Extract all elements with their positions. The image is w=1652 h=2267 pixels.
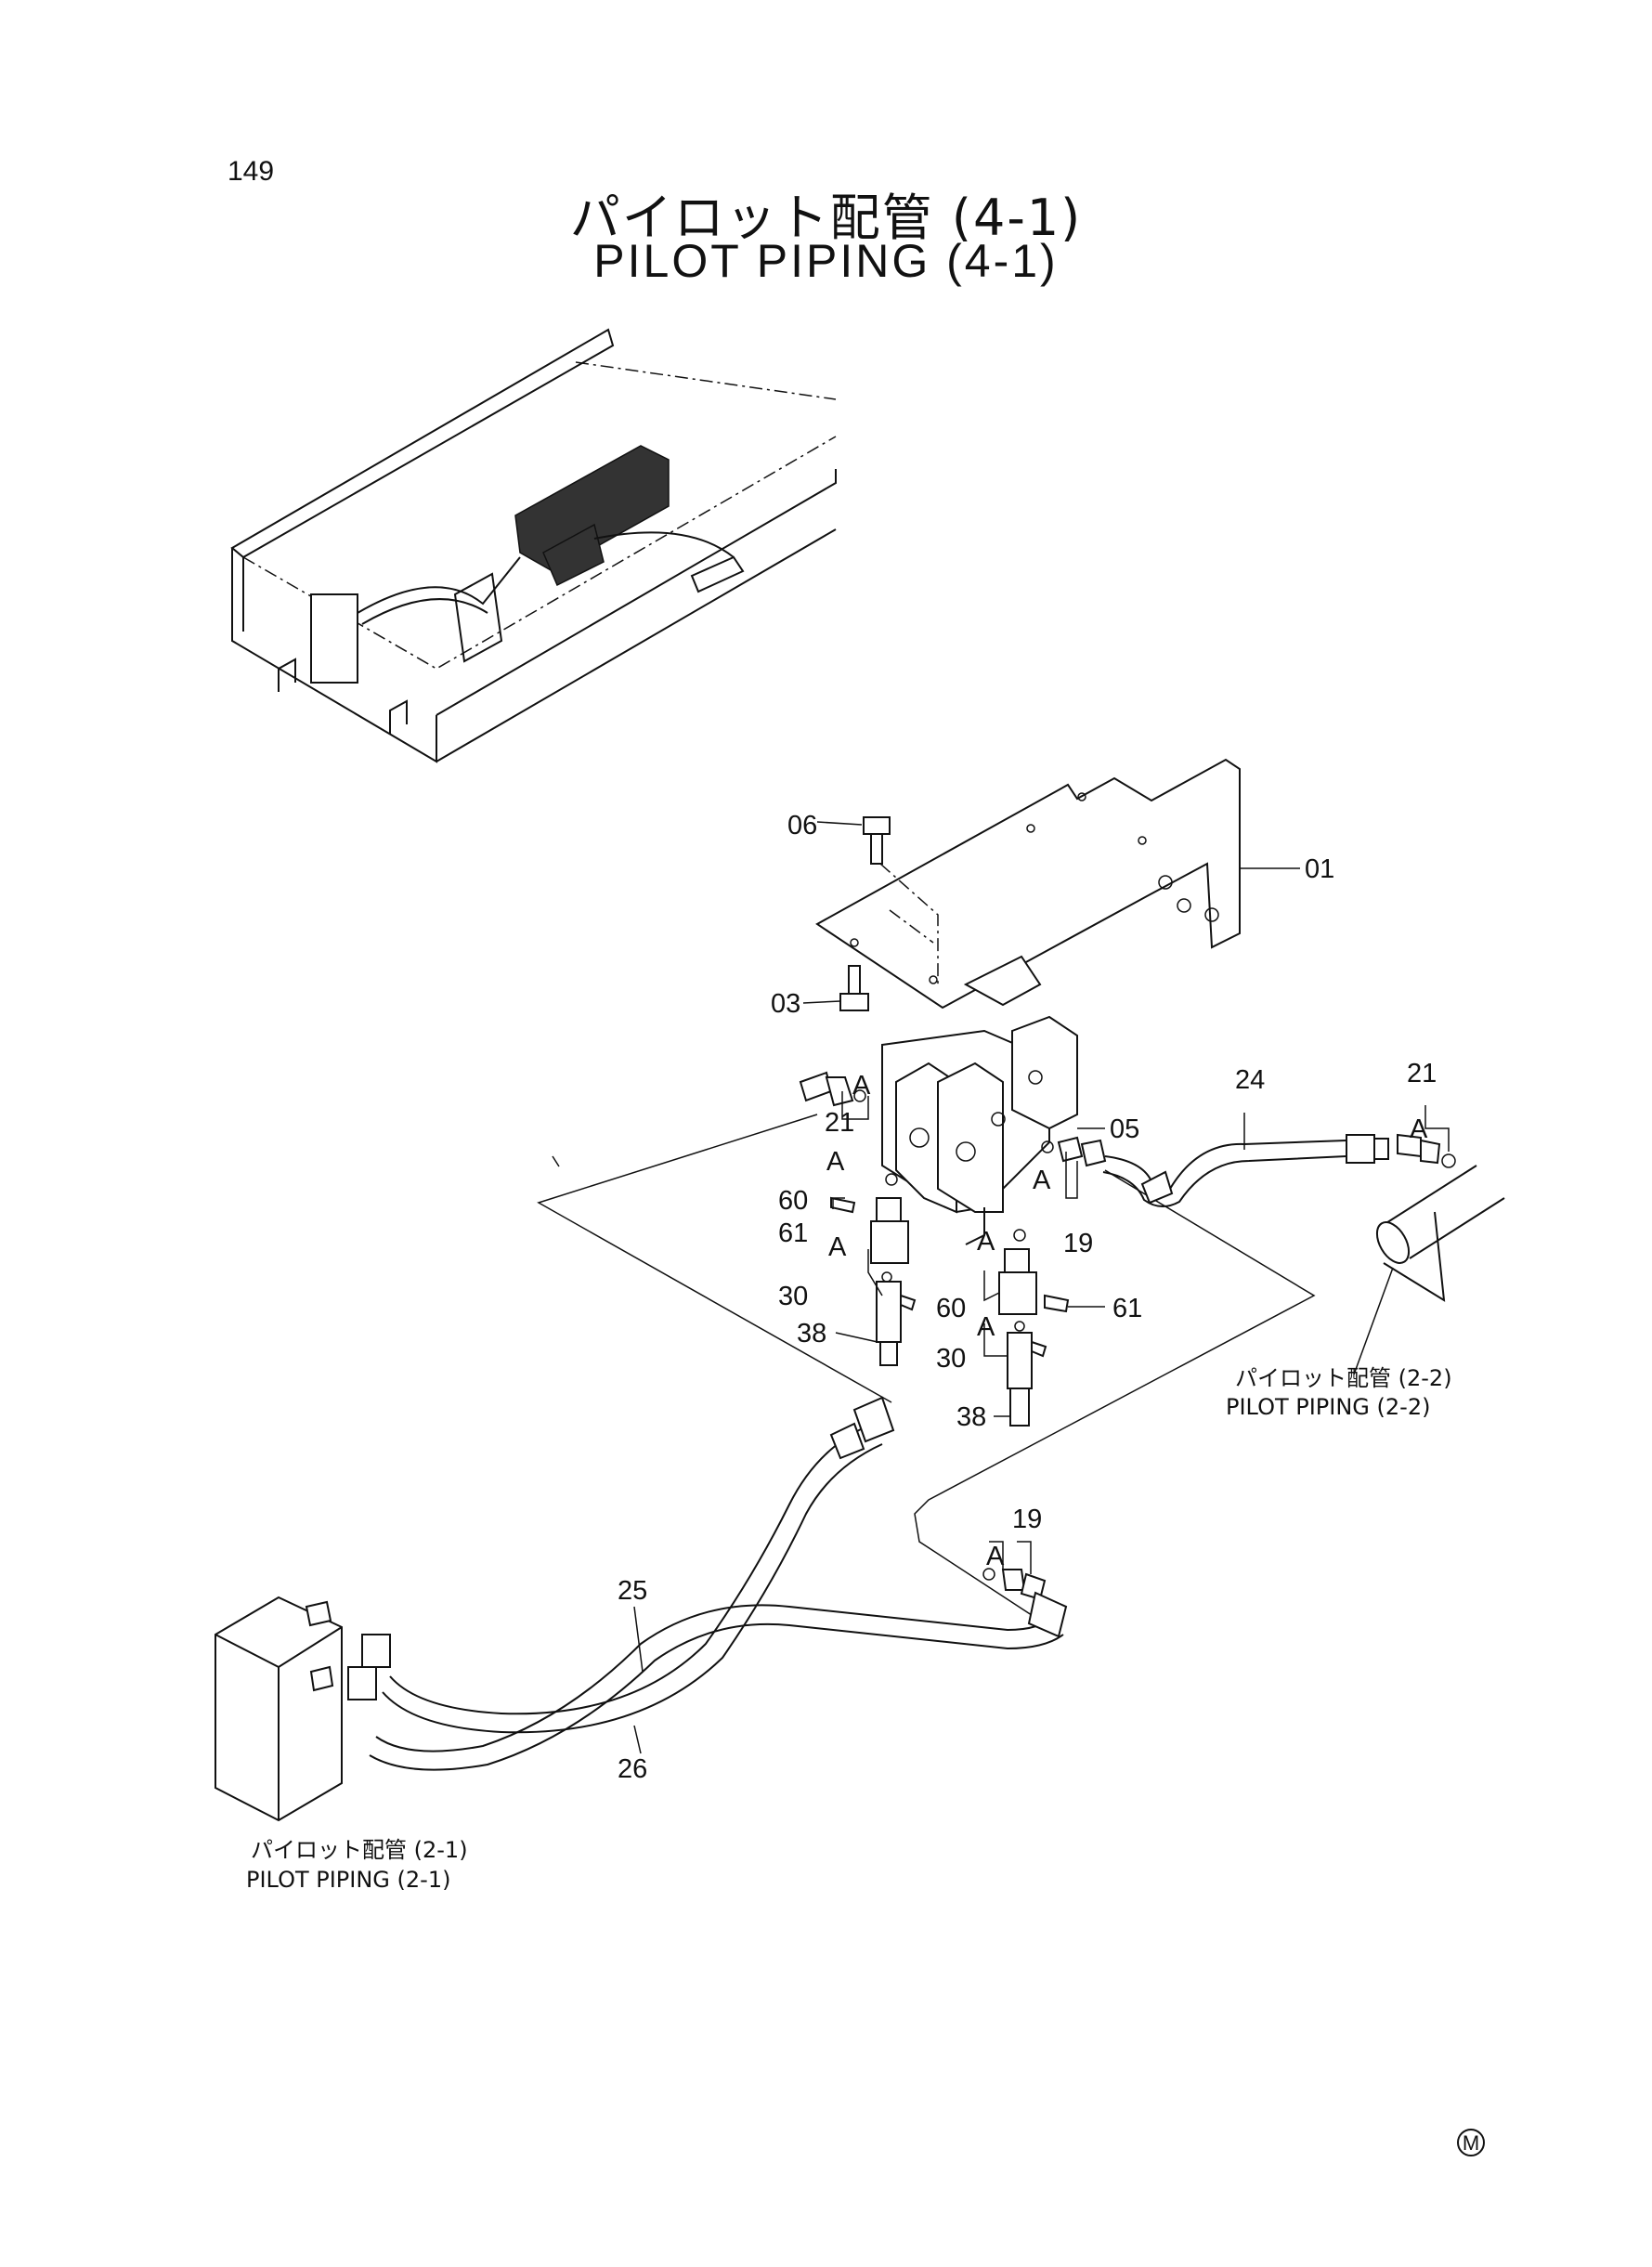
callout-19-lower: 19 — [1012, 1505, 1042, 1534]
page-number: 149 — [228, 156, 275, 187]
callout-61-right: 61 — [1112, 1294, 1142, 1323]
pilot-valve-2-1 — [215, 1596, 343, 1822]
mark-a-4: A — [826, 1147, 845, 1177]
callout-03: 03 — [771, 989, 800, 1019]
callout-30-left: 30 — [778, 1282, 808, 1311]
ref-2-1-en: PILOT PIPING (2-1) — [246, 1867, 450, 1893]
mark-a-2: A — [1410, 1114, 1428, 1144]
mark-a-3: A — [1033, 1166, 1051, 1195]
callout-61-left: 61 — [778, 1218, 808, 1248]
fittings-19-right — [1041, 1136, 1107, 1167]
callout-21-right: 21 — [1407, 1059, 1437, 1088]
callout-38-left: 38 — [797, 1319, 826, 1348]
callout-01: 01 — [1305, 854, 1334, 884]
mark-a-6: A — [977, 1227, 995, 1257]
bracket-01 — [815, 758, 1241, 1010]
callout-60-left: 60 — [778, 1186, 808, 1216]
hose-24 — [1102, 1134, 1389, 1207]
callout-24: 24 — [1235, 1065, 1265, 1095]
ref-2-2-ja: パイロット配管 (2-2) — [1235, 1365, 1452, 1391]
overview-frame — [230, 328, 837, 763]
ref-2-1-ja: パイロット配管 (2-1) — [251, 1837, 468, 1863]
a-marks: A A A A A A A A — [826, 1071, 1428, 1571]
bolt-06 — [863, 816, 891, 865]
ref-2-2-en: PILOT PIPING (2-2) — [1226, 1394, 1430, 1420]
leader-lines — [552, 821, 1450, 1754]
valve-block-05 — [881, 1015, 1078, 1245]
callout-30-right: 30 — [936, 1344, 966, 1374]
elbow-21-left — [799, 1071, 866, 1107]
fitting-stack-right — [998, 1229, 1070, 1427]
callout-25: 25 — [618, 1576, 647, 1606]
callout-38-right: 38 — [956, 1402, 986, 1432]
mark-a-1: A — [852, 1071, 871, 1101]
hose-25 — [361, 1396, 895, 1734]
callout-21-left: 21 — [825, 1108, 854, 1138]
title-english: PILOT PIPING (4-1) — [593, 235, 1059, 287]
fitting-stack-left — [830, 1173, 917, 1366]
callout-26: 26 — [618, 1754, 647, 1784]
mark-a-5: A — [828, 1232, 847, 1262]
pipe-to-2-2 — [1353, 1165, 1505, 1375]
mark-a-8: A — [986, 1542, 1005, 1571]
bolt-03 — [839, 965, 869, 1011]
callout-19-right: 19 — [1063, 1229, 1093, 1258]
mark-a-7: A — [977, 1312, 995, 1342]
fittings-19-lower — [982, 1568, 1047, 1601]
title-japanese: パイロット配管 (4-1) — [569, 189, 1083, 247]
hose-26 — [347, 1591, 1068, 1771]
callout-05: 05 — [1110, 1114, 1139, 1144]
footer-mark: M — [1457, 2129, 1485, 2156]
callout-60-right: 60 — [936, 1294, 966, 1323]
callouts: 06 01 03 05 24 21 21 19 60 61 30 38 60 6… — [618, 811, 1437, 1784]
callout-06: 06 — [787, 811, 817, 840]
footer-m-letter: M — [1463, 2131, 1479, 2155]
elbow-21-right — [1397, 1133, 1456, 1168]
assembly-boundary — [537, 1114, 1316, 1622]
cross-references: パイロット配管 (2-2) PILOT PIPING (2-2) パイロット配管… — [246, 1365, 1452, 1893]
